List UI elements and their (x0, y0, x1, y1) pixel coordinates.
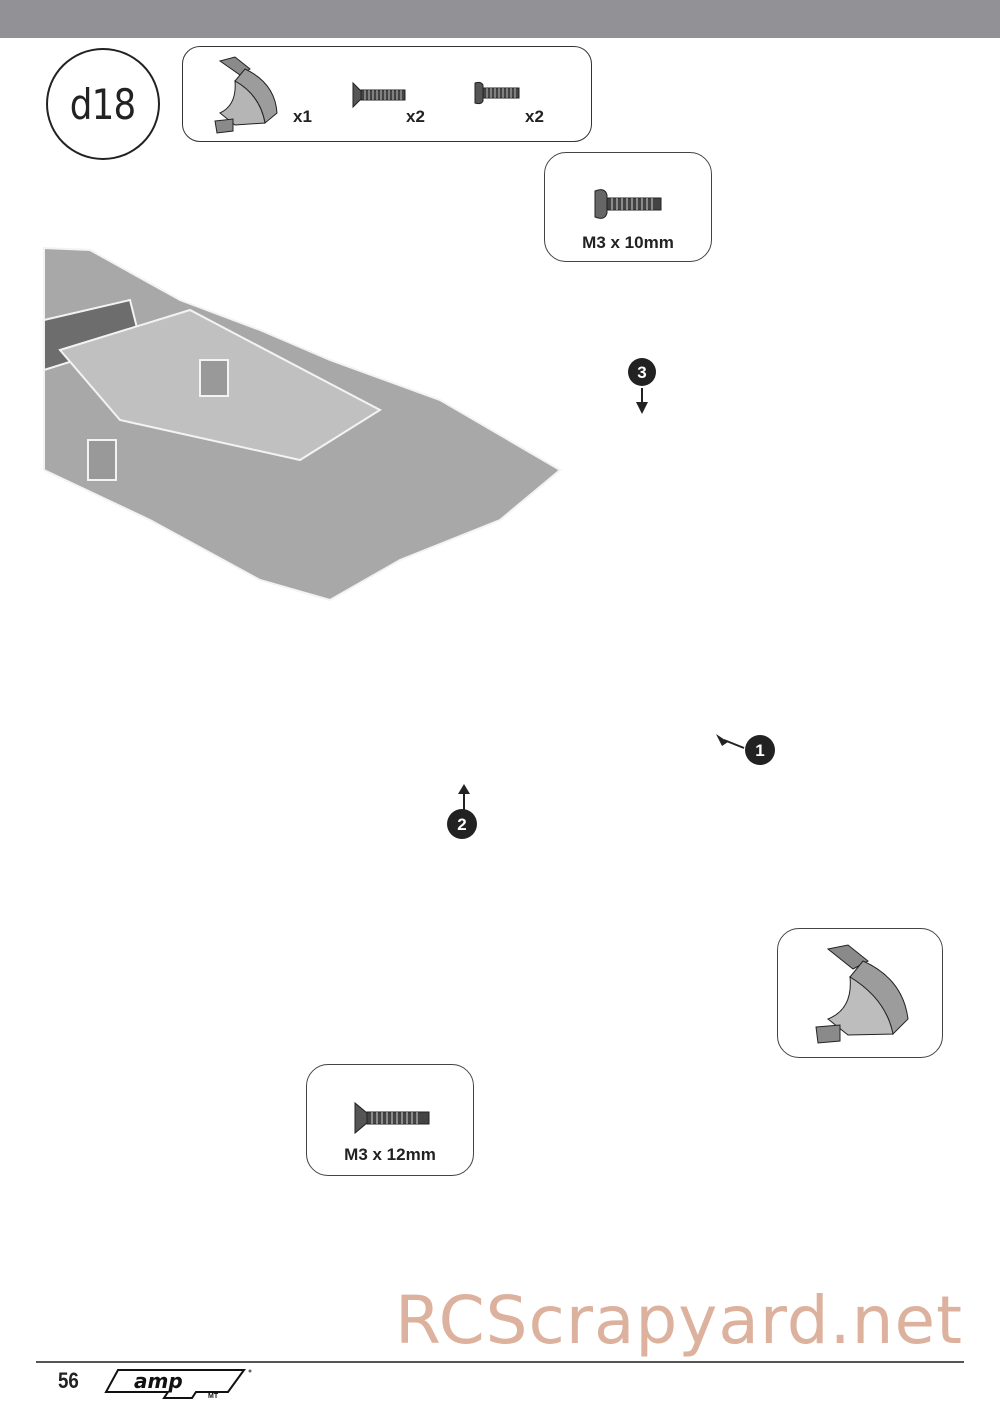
flat-head-screw-icon (352, 81, 406, 109)
screw-callout-m3x10: M3 x 10mm (544, 152, 712, 262)
parts-list-box: x1 x2 x2 (182, 46, 592, 142)
motor-guard-detail-icon (815, 944, 909, 1044)
sequence-marker-2: 2 (447, 784, 477, 839)
step-number-badge: d18 (46, 48, 160, 160)
amp-mt-logo: amp MT (104, 1369, 252, 1400)
motor-guard-part-icon (214, 56, 278, 134)
screw-callout-m3x12: M3 x 12mm (306, 1064, 474, 1176)
brand-sub: MT (208, 1393, 219, 1400)
sequence-marker-3: 3 (628, 358, 656, 414)
watermark: RCScrapyard.net (395, 1282, 963, 1359)
screw-size-label: M3 x 10mm (582, 233, 674, 252)
marker-number: 3 (637, 363, 646, 382)
page-number: 56 (58, 1368, 79, 1393)
qty-label: x2 (406, 107, 425, 126)
qty-label: x1 (293, 107, 312, 126)
header-bar (0, 0, 1000, 38)
button-head-screw-icon (474, 81, 520, 105)
button-head-screw-icon (594, 189, 662, 219)
qty-label: x2 (525, 107, 544, 126)
marker-number: 1 (755, 741, 764, 760)
marker-number: 2 (457, 815, 466, 834)
flat-head-screw-icon (354, 1101, 430, 1135)
chassis (43, 246, 562, 602)
screw-size-label: M3 x 12mm (344, 1145, 436, 1164)
sequence-marker-1: 1 (716, 734, 775, 765)
footer-divider (36, 1361, 964, 1363)
brand-name: amp (134, 1369, 183, 1393)
guard-detail-callout (777, 928, 943, 1058)
step-number: d18 (70, 79, 136, 129)
